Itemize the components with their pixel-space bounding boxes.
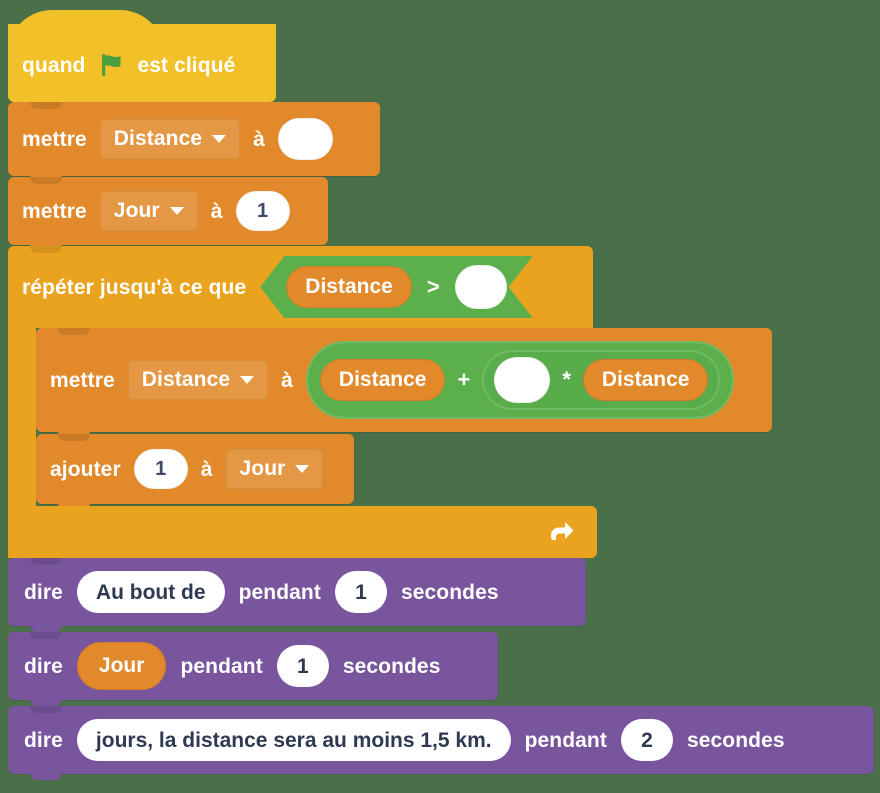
variable-dropdown-distance[interactable]: Distance	[99, 119, 241, 159]
asterisk-symbol: *	[562, 367, 571, 392]
block-say-1[interactable]: dire Au bout de pendant 1 secondes	[8, 558, 586, 632]
green-flag-icon	[97, 50, 127, 80]
to-label: à	[253, 127, 265, 151]
for-label: pendant	[180, 654, 263, 678]
greater-than-symbol: >	[426, 274, 440, 299]
block-say-2[interactable]: dire Jour pendant 1 secondes	[8, 632, 498, 706]
block-set-distance[interactable]: mettre Distance à	[8, 102, 380, 182]
set-verb-label: mettre	[22, 199, 87, 223]
for-label: pendant	[524, 728, 607, 752]
when-label: quand	[22, 53, 86, 77]
say-seconds-input-2[interactable]: 1	[276, 645, 329, 687]
variable-reporter-distance[interactable]: Distance	[286, 266, 412, 308]
say-seconds-input-1[interactable]: 1	[334, 571, 387, 613]
say-seconds-input-3[interactable]: 2	[620, 719, 673, 761]
change-verb-label: ajouter	[50, 457, 121, 481]
dropdown-value: Jour	[239, 457, 286, 480]
say-verb-label: dire	[24, 580, 63, 604]
notch	[58, 328, 90, 335]
operator-multiply[interactable]: * Distance	[482, 350, 721, 410]
dropdown-value: Jour	[113, 199, 160, 222]
to-label: à	[210, 199, 223, 223]
notch	[30, 102, 62, 109]
set-verb-label: mettre	[22, 127, 87, 151]
value-input-distance[interactable]	[277, 118, 333, 160]
chevron-down-icon	[212, 134, 227, 143]
seconds-label: secondes	[400, 580, 499, 604]
block-say-3[interactable]: dire jours, la distance sera au moins 1,…	[8, 706, 874, 780]
notch-bottom	[30, 699, 62, 706]
variable-reporter-distance-right[interactable]: Distance	[582, 359, 709, 401]
operator-add[interactable]: Distance + * Distance	[305, 341, 735, 419]
value-input-jour[interactable]: 1	[235, 191, 290, 231]
variable-dropdown-distance-inner[interactable]: Distance	[127, 360, 269, 400]
repeat-until-label: répéter jusqu'à ce que	[22, 275, 247, 299]
notch	[30, 558, 62, 565]
say-verb-label: dire	[24, 728, 63, 752]
block-change-jour[interactable]: ajouter 1 à Jour	[36, 434, 354, 510]
plus-symbol: +	[457, 367, 471, 392]
variable-dropdown-jour-change[interactable]: Jour	[225, 449, 324, 489]
chevron-down-icon	[295, 464, 310, 473]
block-set-distance-inner[interactable]: mettre Distance à Distance + * Distance	[36, 328, 772, 438]
to-label: à	[200, 457, 213, 481]
repeat-bottom-bar[interactable]	[8, 506, 597, 564]
hat-dome	[8, 10, 164, 54]
condition-right-input[interactable]	[455, 265, 507, 309]
notch	[30, 177, 62, 184]
seconds-label: secondes	[342, 654, 441, 678]
block-repeat-until[interactable]: répéter jusqu'à ce que Distance >	[8, 246, 593, 328]
notch	[58, 434, 90, 441]
block-when-flag-clicked[interactable]: quand est cliqué	[8, 10, 276, 108]
notch	[30, 706, 62, 713]
chevron-down-icon	[240, 375, 255, 384]
for-label: pendant	[238, 580, 321, 604]
set-verb-label: mettre	[50, 368, 115, 392]
dropdown-value: Distance	[141, 368, 231, 391]
repeat-left-spine	[8, 326, 36, 510]
variable-dropdown-jour[interactable]: Jour	[99, 191, 198, 231]
to-label: à	[281, 368, 293, 392]
say-verb-label: dire	[24, 654, 63, 678]
notch	[30, 246, 62, 253]
notch	[30, 632, 62, 639]
say-message-input-1[interactable]: Au bout de	[76, 571, 225, 613]
seconds-label: secondes	[686, 728, 785, 752]
dropdown-value: Distance	[113, 127, 203, 150]
variable-reporter-jour[interactable]: Jour	[76, 642, 167, 690]
clicked-label: est cliqué	[137, 53, 236, 77]
loop-arrow-icon	[543, 515, 577, 550]
variable-reporter-distance-left[interactable]: Distance	[319, 359, 446, 401]
change-amount-input[interactable]: 1	[133, 449, 188, 489]
boolean-greater-than[interactable]: Distance >	[260, 256, 532, 318]
notch-bottom	[30, 773, 62, 780]
notch-bottom	[30, 625, 62, 632]
block-set-jour[interactable]: mettre Jour à 1	[8, 177, 328, 251]
chevron-down-icon	[169, 206, 184, 215]
say-message-input-3[interactable]: jours, la distance sera au moins 1,5 km.	[76, 719, 511, 761]
multiply-left-input[interactable]	[494, 357, 551, 403]
